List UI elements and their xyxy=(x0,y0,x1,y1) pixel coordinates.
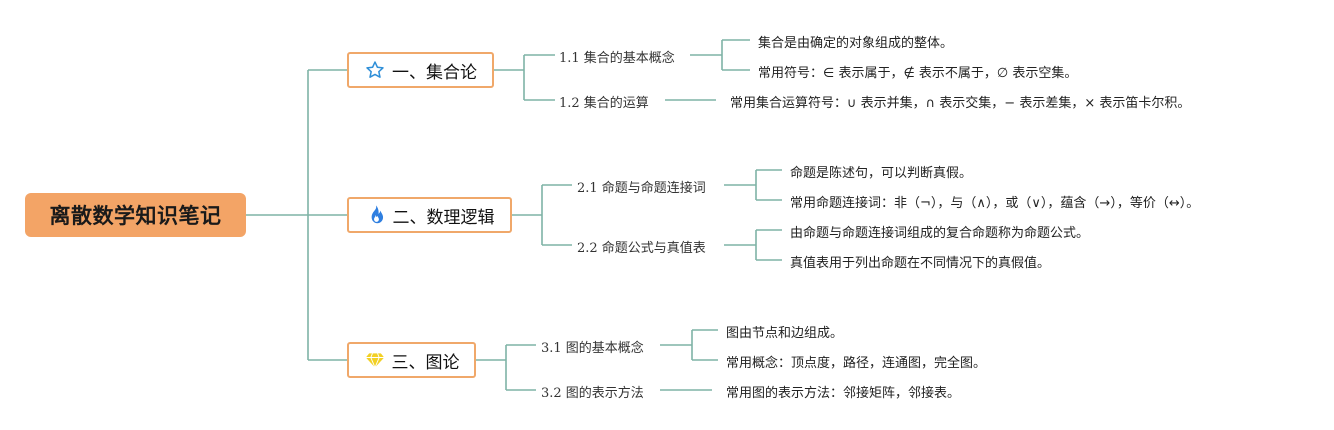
leaf-label: 图由节点和边组成。 xyxy=(726,326,844,341)
leaf-label: 命题是陈述句，可以判断真假。 xyxy=(790,166,973,181)
sub-node-label: 1.2 集合的运算 xyxy=(559,96,649,111)
branch-node-graph-theory[interactable]: 三、图论 xyxy=(347,342,476,378)
leaf-node-1-2-1[interactable]: 常用集合运算符号：∪ 表示并集，∩ 表示交集，− 表示差集，× 表示笛卡尔积。 xyxy=(730,92,1190,111)
leaf-label: 真值表用于列出命题在不同情况下的真假值。 xyxy=(790,256,1051,271)
sub-node-label: 3.1 图的基本概念 xyxy=(541,341,644,356)
sub-node-1-1[interactable]: 1.1 集合的基本概念 xyxy=(559,47,675,66)
leaf-node-3-2-1[interactable]: 常用图的表示方法：邻接矩阵，邻接表。 xyxy=(726,382,960,401)
leaf-node-1-1-2[interactable]: 常用符号：∈ 表示属于，∉ 表示不属于，∅ 表示空集。 xyxy=(758,62,1077,81)
leaf-label: 常用图的表示方法：邻接矩阵，邻接表。 xyxy=(726,386,961,401)
leaf-label: 常用集合运算符号：∪ 表示并集，∩ 表示交集，− 表示差集，× 表示笛卡尔积。 xyxy=(730,96,1191,111)
branch-label: 三、图论 xyxy=(391,352,460,373)
sub-node-3-2[interactable]: 3.2 图的表示方法 xyxy=(541,382,644,401)
sub-node-2-1[interactable]: 2.1 命题与命题连接词 xyxy=(577,177,706,196)
leaf-label: 常用概念：顶点度，路径，连通图，完全图。 xyxy=(726,356,987,371)
sub-node-2-2[interactable]: 2.2 命题公式与真值表 xyxy=(577,237,706,256)
leaf-node-3-1-2[interactable]: 常用概念：顶点度，路径，连通图，完全图。 xyxy=(726,352,986,371)
sub-node-1-2[interactable]: 1.2 集合的运算 xyxy=(559,92,649,111)
branch-node-set-theory[interactable]: 一、集合论 xyxy=(347,52,494,88)
diamond-icon xyxy=(364,349,386,371)
branch-node-logic[interactable]: 二、数理逻辑 xyxy=(347,197,512,233)
sub-node-3-1[interactable]: 3.1 图的基本概念 xyxy=(541,337,644,356)
leaf-label: 由命题与命题连接词组成的复合命题称为命题公式。 xyxy=(790,226,1090,241)
branch-label: 二、数理逻辑 xyxy=(392,207,495,228)
star-icon xyxy=(364,59,386,81)
flame-icon xyxy=(365,204,387,226)
sub-node-label: 2.2 命题公式与真值表 xyxy=(577,241,706,256)
leaf-node-2-1-1[interactable]: 命题是陈述句，可以判断真假。 xyxy=(790,162,972,181)
leaf-node-1-1-1[interactable]: 集合是由确定的对象组成的整体。 xyxy=(758,32,953,51)
root-node[interactable]: 离散数学知识笔记 xyxy=(25,193,246,237)
sub-node-label: 1.1 集合的基本概念 xyxy=(559,51,675,66)
leaf-node-2-1-2[interactable]: 常用命题连接词：非（¬），与（∧），或（∨），蕴含（→），等价（↔）。 xyxy=(790,192,1199,211)
leaf-label: 常用符号：∈ 表示属于，∉ 表示不属于，∅ 表示空集。 xyxy=(758,66,1078,81)
leaf-node-3-1-1[interactable]: 图由节点和边组成。 xyxy=(726,322,843,341)
root-label: 离散数学知识笔记 xyxy=(49,204,222,228)
branch-label: 一、集合论 xyxy=(392,62,477,83)
leaf-label: 集合是由确定的对象组成的整体。 xyxy=(758,36,954,51)
leaf-label: 常用命题连接词：非（¬），与（∧），或（∨），蕴含（→），等价（↔）。 xyxy=(790,196,1200,211)
sub-node-label: 2.1 命题与命题连接词 xyxy=(577,181,706,196)
sub-node-label: 3.2 图的表示方法 xyxy=(541,386,644,401)
leaf-node-2-2-2[interactable]: 真值表用于列出命题在不同情况下的真假值。 xyxy=(790,252,1050,271)
leaf-node-2-2-1[interactable]: 由命题与命题连接词组成的复合命题称为命题公式。 xyxy=(790,222,1089,241)
